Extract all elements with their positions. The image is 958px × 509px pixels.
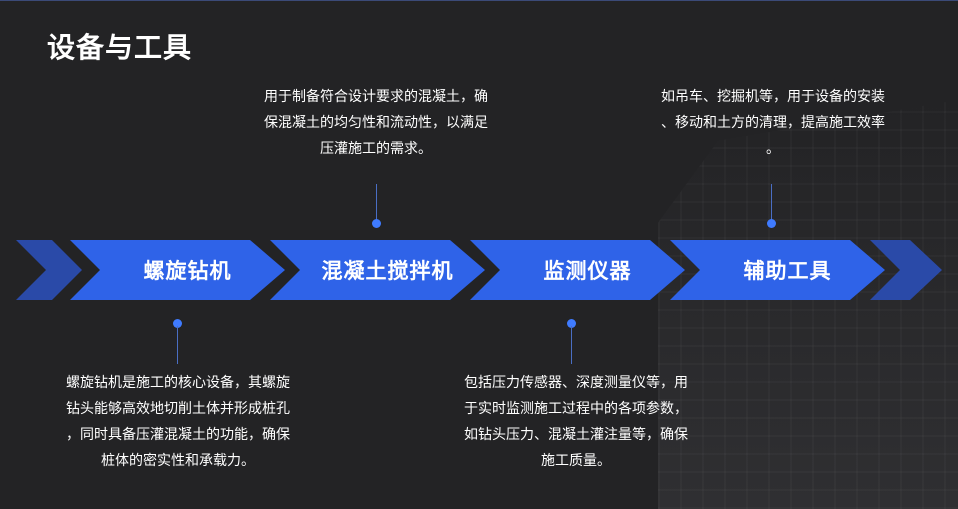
aux-tools-description: 如吊车、挖掘机等，用于设备的安装 、移动和土方的清理，提高施工效率 。 — [645, 84, 901, 162]
description-line: 螺旋钻机是施工的核心设备，其螺旋 — [66, 375, 290, 391]
description-line: 桩体的密实性和承载力。 — [101, 453, 255, 469]
connector-line-monitor — [571, 326, 572, 364]
stage-label-drill: 螺旋钻机 — [143, 259, 232, 283]
description-line: 包括压力传感器、深度测量仪等，用 — [464, 375, 688, 391]
connector-dot-drill — [173, 319, 182, 328]
lead-chevron — [16, 240, 82, 300]
connector-dot-aux — [767, 219, 776, 228]
description-line: 用于制备符合设计要求的混凝土，确 — [264, 89, 488, 105]
chevron-stage-3 — [470, 240, 685, 300]
connector-line-drill — [177, 326, 178, 364]
description-line: 压灌施工的需求。 — [320, 141, 432, 157]
description-line: 于实时监测施工过程中的各项参数， — [464, 401, 688, 417]
description-line: 如钻头压力、混凝土灌注量等，确保 — [464, 427, 688, 443]
chevron-stage-2 — [270, 240, 485, 300]
description-line: 、移动和土方的清理，提高施工效率 — [661, 115, 885, 131]
description-line: 钻头能够高效地切削土体并形成桩孔 — [66, 401, 290, 417]
stage-label-mixer: 混凝土搅拌机 — [321, 259, 454, 283]
connector-dot-mixer — [372, 219, 381, 228]
mixer-description: 用于制备符合设计要求的混凝土，确 保混凝土的均匀性和流动性，以满足 压灌施工的需… — [248, 84, 504, 162]
description-line: 保混凝土的均匀性和流动性，以满足 — [264, 115, 488, 131]
connector-dot-monitor — [567, 319, 576, 328]
top-divider — [0, 0, 958, 1]
description-line: 如吊车、挖掘机等，用于设备的安装 — [661, 89, 885, 105]
connector-line-mixer — [376, 184, 377, 222]
background-building-image — [658, 100, 958, 509]
monitor-description: 包括压力传感器、深度测量仪等，用 于实时监测施工过程中的各项参数， 如钻头压力、… — [448, 370, 704, 474]
page-title: 设备与工具 — [47, 31, 193, 64]
drill-description: 螺旋钻机是施工的核心设备，其螺旋 钻头能够高效地切削土体并形成桩孔 ，同时具备压… — [50, 370, 306, 474]
stage-label-monitor: 监测仪器 — [543, 259, 632, 283]
description-line: ，同时具备压灌混凝土的功能，确保 — [66, 427, 290, 443]
description-line: 。 — [766, 141, 780, 157]
connector-line-aux — [771, 184, 772, 222]
chevron-stage-1 — [70, 240, 285, 300]
description-line: 施工质量。 — [541, 453, 611, 469]
